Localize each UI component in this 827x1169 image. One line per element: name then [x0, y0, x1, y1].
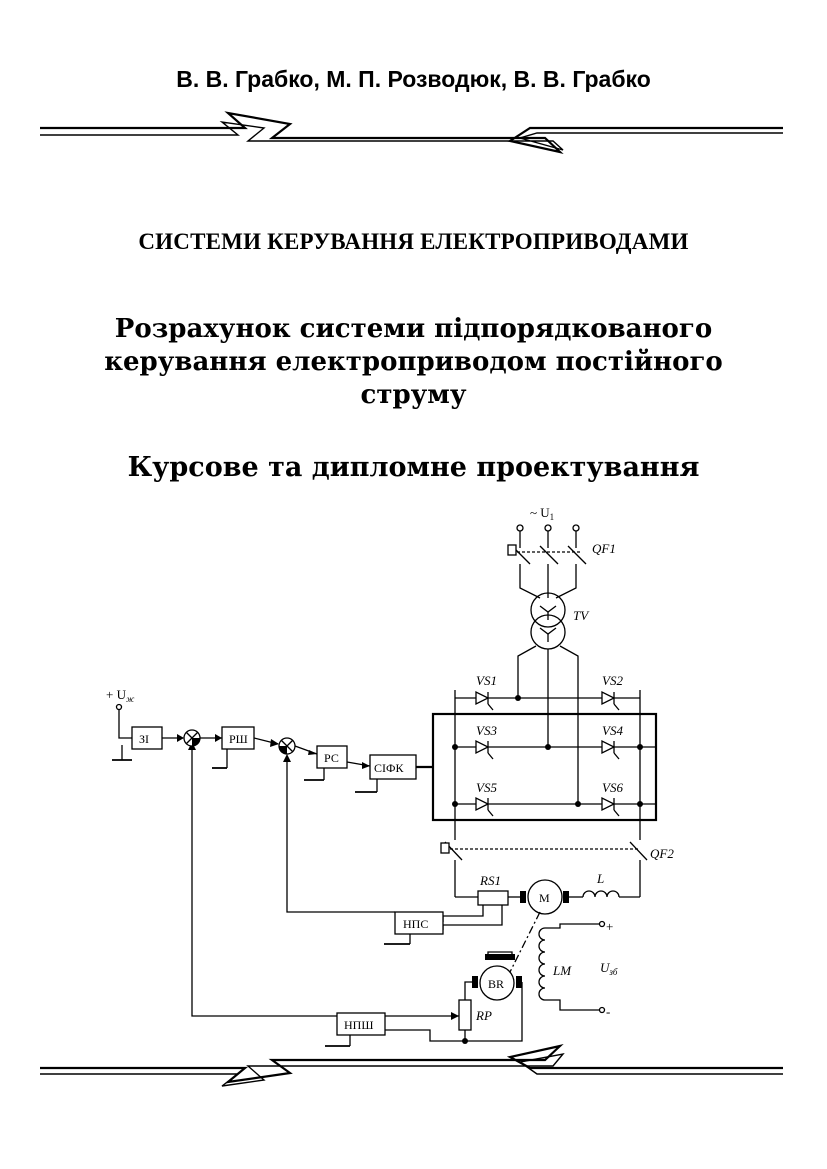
main-title: Розрахунок системи підпорядкованого керу…	[40, 313, 787, 412]
ref-voltage-label: + Uж	[106, 687, 135, 704]
tv-label: TV	[573, 608, 590, 623]
inductor-label: L	[596, 871, 604, 886]
thyristor-vs6	[601, 796, 620, 817]
block-current-sensor	[394, 911, 444, 935]
summing-junction-2	[278, 737, 296, 755]
svg-text:СІФК: СІФК	[374, 761, 404, 775]
thyristor-vs5	[475, 796, 494, 817]
block-current-regulator	[316, 745, 348, 769]
breaker-qf2	[440, 841, 648, 897]
motor-label: M	[539, 891, 550, 905]
vs4-label: VS4	[602, 723, 623, 738]
lm-label: LM	[552, 963, 572, 978]
supply-label: ~ U1	[530, 505, 554, 522]
vs3-label: VS3	[476, 723, 497, 738]
thyristor-vs3	[475, 739, 494, 760]
svg-text:ЗІ: ЗІ	[139, 732, 149, 746]
main-title-line-2: керування електроприводом постійного	[104, 347, 723, 377]
vs1-label: VS1	[476, 673, 497, 688]
field-voltage-label: Uзб	[600, 960, 618, 977]
field-winding-lm	[538, 927, 546, 1001]
summing-junction-1	[183, 729, 201, 747]
rp-label: RP	[475, 1008, 492, 1023]
rs1-label: RS1	[479, 873, 501, 888]
vs6-label: VS6	[602, 780, 623, 795]
svg-text:НПШ: НПШ	[344, 1018, 373, 1032]
block-speed-sensor	[336, 1012, 386, 1036]
bottom-zigzag-rule-2	[40, 1052, 783, 1087]
qf1-label: QF1	[592, 541, 616, 556]
junction-dots	[452, 695, 643, 1044]
potentiometer-rp	[458, 999, 472, 1031]
inductor-l	[582, 890, 620, 898]
thyristor-vs2	[601, 690, 620, 711]
qf2-label: QF2	[650, 846, 674, 861]
thyristor-vs1	[475, 690, 494, 711]
subtitle: Курсове та дипломне проектування	[127, 452, 700, 483]
supply-terminals	[516, 524, 580, 548]
br-label: BR	[488, 977, 504, 991]
svg-text:РС: РС	[324, 751, 339, 765]
vs2-label: VS2	[602, 673, 623, 688]
transformer-tv	[530, 592, 566, 650]
main-title-line-1: Розрахунок системи підпорядкованого	[114, 314, 713, 344]
minus-sign: -	[606, 1004, 610, 1019]
top-zigzag-rule-2	[40, 120, 783, 151]
series-title: СИСТЕМИ КЕРУВАННЯ ЕЛЕКТРОПРИВОДАМИ	[138, 229, 689, 254]
authors: В. В. Грабко, М. П. Розводюк, В. В. Граб…	[176, 66, 651, 92]
svg-text:РШ: РШ	[229, 732, 248, 746]
thyristor-vs4	[601, 739, 620, 760]
plus-sign: +	[606, 919, 613, 934]
motor-m	[527, 879, 563, 915]
top-zigzag-rule	[40, 111, 783, 154]
main-title-line-3: струму	[360, 380, 467, 410]
shunt-rs1	[477, 890, 509, 906]
svg-text:НПС: НПС	[403, 917, 428, 931]
breaker-qf1	[507, 544, 587, 580]
tachogenerator-br	[479, 965, 515, 1001]
vs5-label: VS5	[476, 780, 497, 795]
